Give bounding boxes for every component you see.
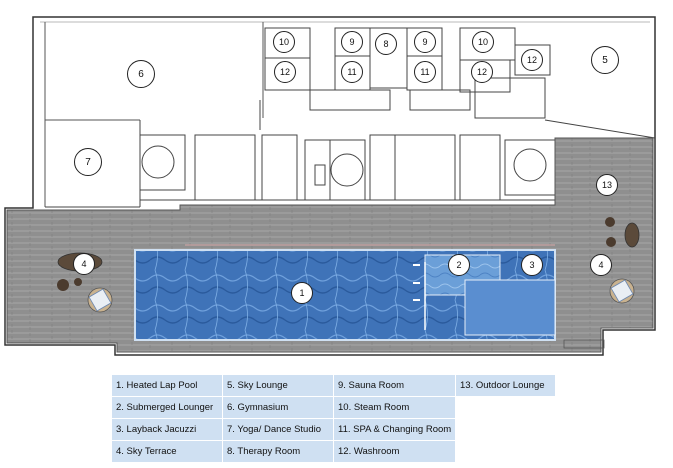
marker-outdoor-lounge: 13 (596, 174, 618, 196)
legend-item: 11. SPA & Changing Room (334, 419, 455, 440)
legend-item: 12. Washroom (334, 441, 455, 462)
legend-empty-cell (456, 397, 555, 418)
legend-empty-cell (456, 419, 555, 440)
marker-washroom-c: 12 (521, 49, 543, 71)
marker-spa-changing-b: 11 (414, 61, 436, 83)
terrace-furniture-right (605, 217, 640, 304)
marker-yoga-studio: 7 (74, 148, 102, 176)
legend-item: 1. Heated Lap Pool (112, 375, 222, 396)
marker-washroom-a: 12 (274, 61, 296, 83)
legend-table: 1. Heated Lap Pool 5. Sky Lounge 9. Saun… (112, 375, 555, 462)
legend-item: 7. Yoga/ Dance Studio (223, 419, 333, 440)
marker-washroom-b: 12 (471, 61, 493, 83)
marker-sky-lounge: 5 (591, 46, 619, 74)
legend-item: 3. Layback Jacuzzi (112, 419, 222, 440)
marker-steam-room-b: 10 (472, 31, 494, 53)
marker-steam-room-a: 10 (273, 31, 295, 53)
service-core (259, 27, 656, 139)
marker-sauna-room-b: 9 (414, 31, 436, 53)
layback-jacuzzi (464, 279, 556, 336)
floor-plan (4, 16, 656, 356)
legend-item: 13. Outdoor Lounge (456, 375, 555, 396)
marker-lap-pool: 1 (291, 282, 313, 304)
mid-rooms (45, 120, 556, 208)
marker-gymnasium: 6 (127, 60, 155, 88)
legend-item: 8. Therapy Room (223, 441, 333, 462)
legend-item: 9. Sauna Room (334, 375, 455, 396)
legend-item: 6. Gymnasium (223, 397, 333, 418)
legend-item: 4. Sky Terrace (112, 441, 222, 462)
marker-sky-terrace-a: 4 (73, 253, 95, 275)
marker-therapy-room: 8 (375, 33, 397, 55)
legend-item: 10. Steam Room (334, 397, 455, 418)
marker-submerged-lounger: 2 (448, 254, 470, 276)
marker-spa-changing-a: 11 (341, 61, 363, 83)
legend-empty-cell (456, 441, 555, 462)
legend-item: 5. Sky Lounge (223, 375, 333, 396)
marker-sauna-room-a: 9 (341, 31, 363, 53)
legend-item: 2. Submerged Lounger (112, 397, 222, 418)
marker-layback-jacuzzi: 3 (521, 254, 543, 276)
marker-sky-terrace-b: 4 (590, 254, 612, 276)
